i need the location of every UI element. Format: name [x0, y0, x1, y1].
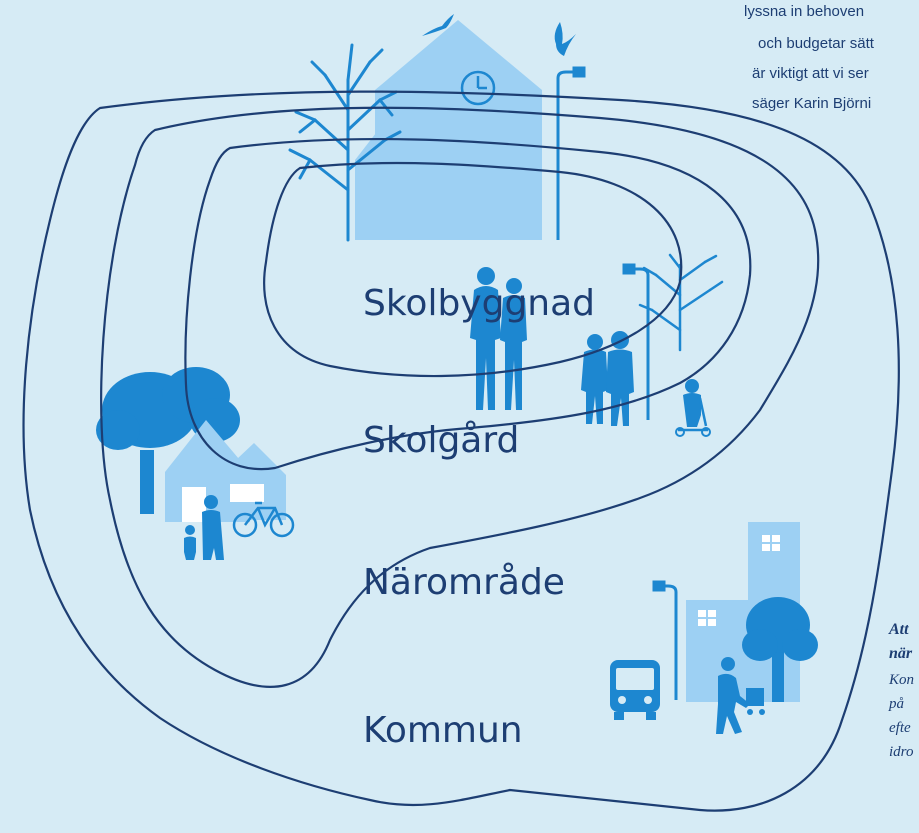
bird-icon: [554, 22, 576, 56]
stroller-icon: [716, 657, 765, 734]
caption-line: Kon: [888, 672, 914, 688]
zone-label-skolbyggnad: Skolbyggnad: [363, 283, 595, 324]
clock-icon: [460, 70, 496, 106]
quote-line: säger Karin Björni: [752, 95, 871, 112]
caption-text: Att när Kon på efte idro: [888, 621, 914, 760]
boundary-kommun: [22, 90, 900, 812]
quote-text: lyssna in behoven och budgetar sätt är v…: [744, 3, 875, 112]
tree-icon: [742, 597, 818, 702]
bicycle-icon: [232, 501, 295, 538]
house-icon: [165, 420, 286, 522]
boundary-skolgard: [184, 137, 752, 471]
scooter-icon: [675, 379, 711, 437]
bus-icon: [610, 660, 660, 720]
caption-line: idro: [889, 744, 914, 760]
people-silhouette-icon: [184, 495, 224, 560]
tree-icon: [96, 367, 240, 514]
boundary-naromrade: [100, 106, 820, 688]
zone-label-kommun: Kommun: [363, 710, 523, 751]
street-lamp-icon: [556, 66, 586, 240]
caption-heading-line: Att: [888, 621, 909, 638]
zone-label-skolgard: Skolgård: [363, 420, 519, 461]
zone-label-naromrade: Närområde: [363, 562, 565, 603]
people-silhouette-icon: [470, 267, 527, 410]
bird-icon: [422, 14, 454, 36]
caption-heading-line: när: [889, 645, 913, 662]
school-building-icon: [355, 20, 542, 240]
people-silhouette-icon: [581, 331, 634, 426]
caption-line: på: [888, 696, 904, 712]
quote-line: lyssna in behoven: [744, 3, 864, 20]
zone-boundaries: [22, 90, 900, 812]
quote-line: och budgetar sätt: [758, 35, 875, 52]
boundary-skolbyggnad: [263, 161, 683, 378]
quote-line: är viktigt att vi ser: [752, 65, 869, 82]
street-lamp-icon: [652, 580, 678, 700]
caption-line: efte: [889, 720, 911, 736]
